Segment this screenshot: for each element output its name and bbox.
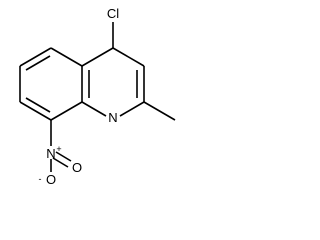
bond-c2-methyl (143, 101, 176, 121)
nitro-oxygen-left-charge-label: - (39, 174, 42, 184)
nitro-nitrogen-charge-label: + (56, 144, 61, 154)
bond-c2-n1 (119, 101, 145, 117)
bond-nitro-n-o-top-a (55, 151, 72, 162)
ring-nitrogen-atom-label: N (108, 110, 117, 125)
nitro-oxygen-top-atom-label: O (72, 160, 82, 175)
bond-c4-c3 (112, 47, 145, 67)
bond-c7-c8 (19, 101, 52, 121)
bond-c7-c8-inner (25, 97, 51, 113)
bond-n1-c8a (81, 101, 107, 117)
bond-c5-c6-inner (25, 55, 51, 71)
bond-c4a-c4 (81, 47, 114, 67)
nitro-oxygen-left-atom-label: O (46, 172, 56, 187)
quinoline-structure-diagram: Cl N N + O O - (19, 6, 176, 187)
bond-c4a-c5 (50, 47, 83, 67)
nitro-nitrogen-atom-label: N (46, 146, 55, 161)
bond-c8-c8a (50, 101, 83, 121)
bond-c5-c6 (19, 47, 52, 67)
chlorine-atom-label: Cl (107, 6, 119, 21)
bond-nitro-n-o-top-b (52, 157, 69, 168)
